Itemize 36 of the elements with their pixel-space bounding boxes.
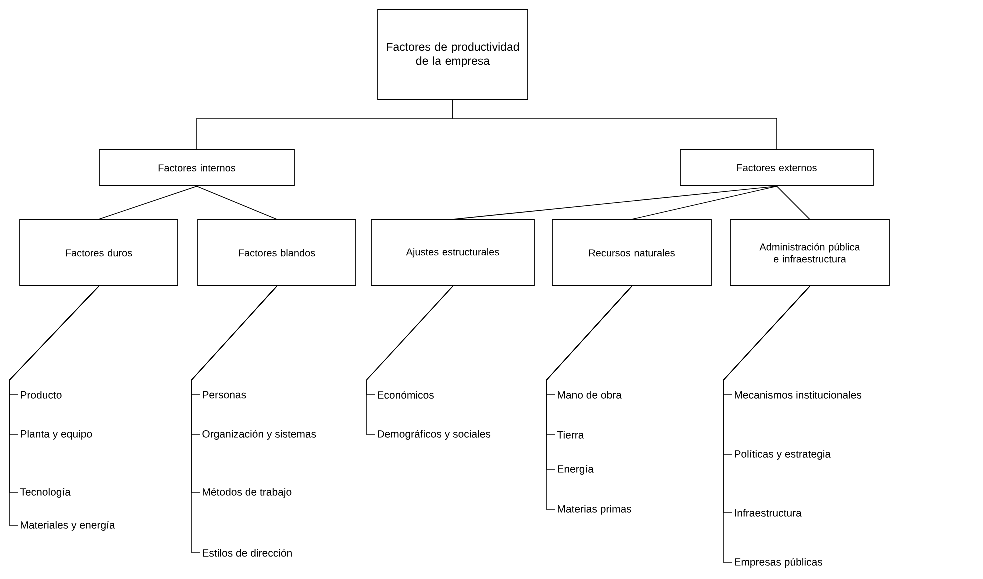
list-item: Personas <box>203 391 246 399</box>
list-item: Políticas y estrategia <box>735 450 832 460</box>
list-item: Organización y sistemas <box>202 430 316 440</box>
list-item: Métodos de trabajo <box>203 488 292 498</box>
connector-line <box>452 186 778 220</box>
list-item: Planta y equipo <box>21 430 92 440</box>
category-box: Factores externos <box>680 150 874 186</box>
connector-line <box>632 186 778 220</box>
connector-line <box>98 186 198 220</box>
subcategory-box: Recursos naturales <box>552 220 712 286</box>
list-item: Demográficos y sociales <box>378 430 491 440</box>
list-item: Energía <box>558 465 594 475</box>
list-item: Estilos de dirección <box>203 549 292 557</box>
connector-line <box>776 186 810 220</box>
connector-line <box>192 286 278 554</box>
list-item: Infraestructura <box>735 509 802 517</box>
subcategory-box: Ajustes estructurales <box>371 220 535 286</box>
category-box: Factores internos <box>99 150 295 186</box>
connector-line <box>452 100 778 150</box>
list-item: Tecnología <box>20 488 71 498</box>
root-box: Factores de productividad de la empresa <box>378 10 528 100</box>
connector-line <box>546 286 632 510</box>
list-item: Mecanismos institucionales <box>735 391 862 399</box>
list-item: Empresas públicas <box>735 558 822 568</box>
list-item: Tierra <box>557 431 584 439</box>
connector-line <box>724 286 810 564</box>
list-item: Económicos <box>378 391 434 399</box>
subcategory-box: Factores blandos <box>198 220 356 286</box>
list-item: Materias primas <box>558 505 632 515</box>
subcategory-box: Factores duros <box>20 220 178 286</box>
list-item: Materiales y energía <box>21 521 116 531</box>
connector-line <box>366 286 454 436</box>
connector-line <box>196 186 278 220</box>
list-item: Producto <box>21 391 62 399</box>
list-item: Mano de obra <box>558 391 622 399</box>
subcategory-box: Administración pública e infraestructura <box>730 220 890 286</box>
